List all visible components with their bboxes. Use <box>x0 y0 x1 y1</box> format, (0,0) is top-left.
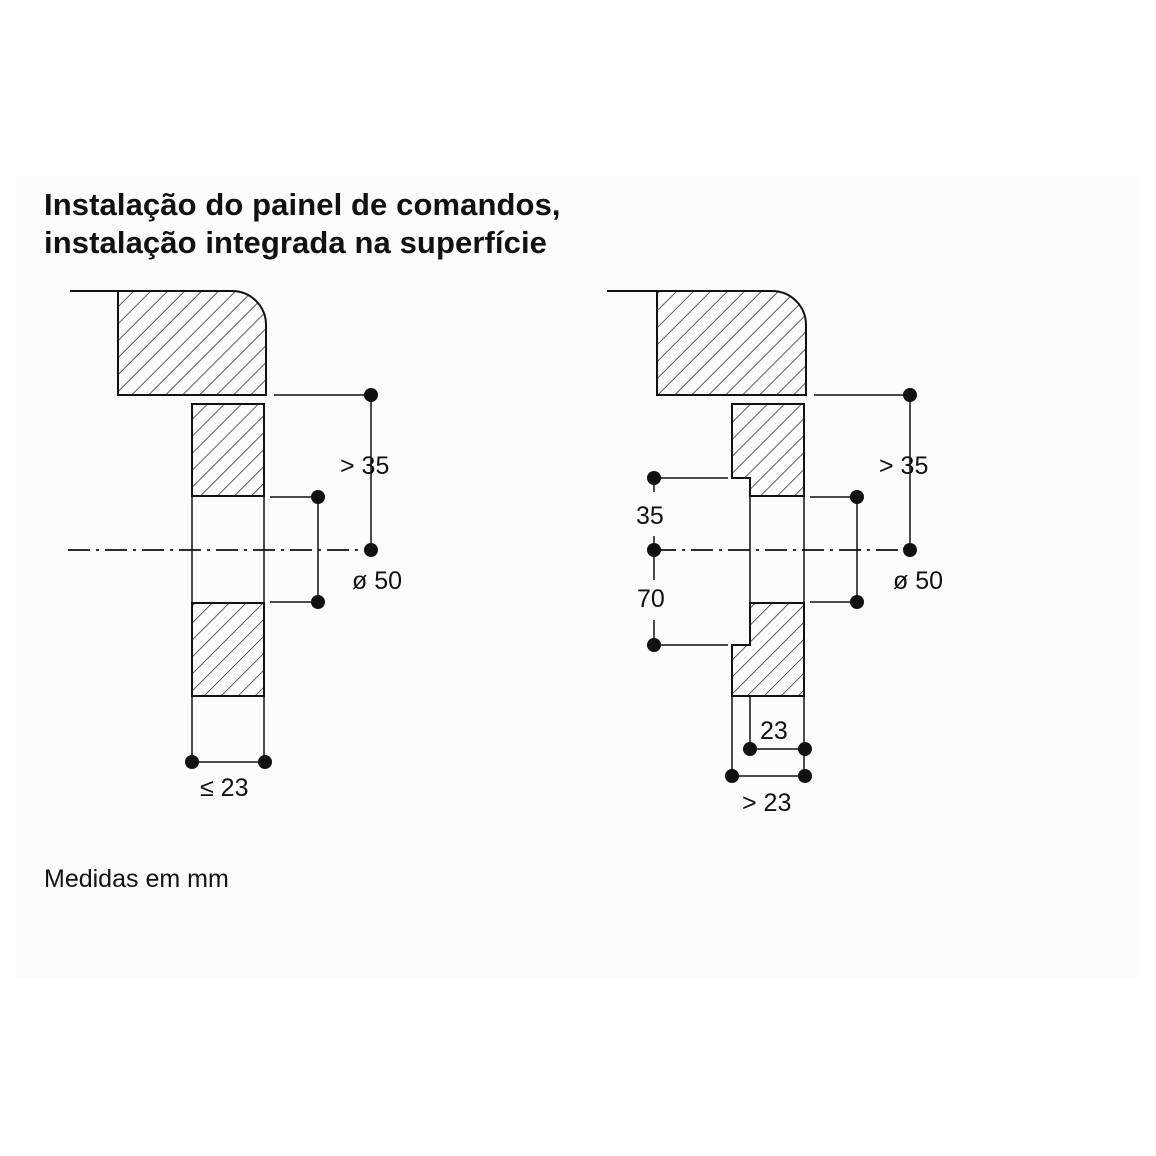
left-label-diameter: ø 50 <box>352 567 402 595</box>
right-panel-upper <box>731 403 805 497</box>
left-panel-upper <box>191 403 265 497</box>
right-dim-height <box>814 394 911 550</box>
right-dim-rebate <box>653 477 728 646</box>
left-dim-dot <box>364 543 378 557</box>
right-dim-dot <box>798 769 812 783</box>
left-dim-dot <box>258 755 272 769</box>
left-dim-dot <box>185 755 199 769</box>
right-dim-dot <box>798 742 812 756</box>
right-panel-lower <box>731 602 805 697</box>
right-label-inner: 23 <box>760 717 788 745</box>
title-line-1: Instalação do painel de comandos, <box>44 187 561 222</box>
title-line-2: instalação integrada na superfície <box>44 225 548 260</box>
page-title: Instalação do painel de comandos, instal… <box>44 186 561 262</box>
right-dim-dot <box>725 769 739 783</box>
right-dim-dot <box>647 638 661 652</box>
left-dim-dot <box>311 595 325 609</box>
right-dim-diameter <box>810 496 858 603</box>
right-label-upper: 35 <box>636 502 664 530</box>
left-diagram: > 35 ø 50 ≤ 23 <box>68 290 402 802</box>
right-diagram: > 35 ø 50 35 70 23 > 23 <box>607 290 943 817</box>
right-dim-dot <box>850 490 864 504</box>
right-dim-dot <box>647 543 661 557</box>
right-label-lower: 70 <box>637 585 665 613</box>
right-label-diameter: ø 50 <box>893 567 943 595</box>
left-label-height: > 35 <box>340 452 389 480</box>
right-worktop <box>607 290 807 396</box>
left-dim-dot <box>311 490 325 504</box>
right-dim-dot <box>647 471 661 485</box>
left-label-thickness: ≤ 23 <box>200 774 248 802</box>
left-dim-height <box>274 394 372 550</box>
right-dim-dot <box>850 595 864 609</box>
right-dim-dot <box>903 388 917 402</box>
right-label-height: > 35 <box>879 452 928 480</box>
right-label-thickness: > 23 <box>742 789 791 817</box>
left-panel-lower <box>191 602 265 697</box>
right-dim-dot <box>743 742 757 756</box>
left-dim-dot <box>364 388 378 402</box>
left-worktop <box>70 290 267 396</box>
left-dim-diameter <box>270 496 319 603</box>
right-dim-dot <box>903 543 917 557</box>
units-caption: Medidas em mm <box>44 865 229 893</box>
